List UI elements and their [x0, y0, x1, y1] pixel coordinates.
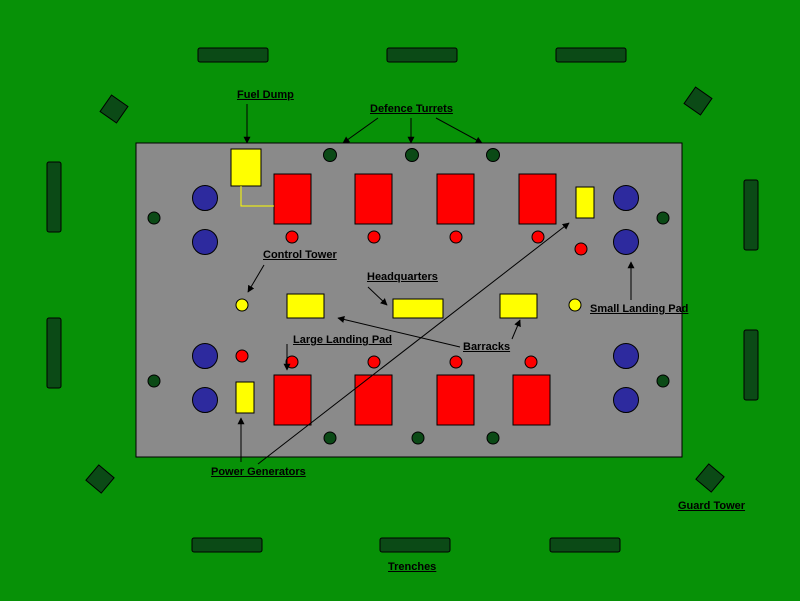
red-marker-top-4	[531, 230, 545, 244]
blue-pad-left-1	[192, 185, 218, 211]
guard-tower-top-right	[683, 86, 713, 116]
blue-pad-right-3	[613, 343, 639, 369]
label-defence-turrets: Defence Turrets	[370, 103, 453, 115]
trenches	[46, 47, 759, 553]
blue-pad-left-3	[192, 343, 218, 369]
blue-pad-left-2	[192, 229, 218, 255]
barracks-left	[286, 293, 325, 319]
guard-tower-bottom-left	[85, 464, 115, 494]
large-landing-pads	[273, 173, 557, 426]
label-large-landing-pad: Large Landing Pad	[293, 334, 393, 346]
trench-top-center	[386, 47, 458, 63]
power-generator-right	[575, 186, 595, 219]
red-marker-right	[574, 242, 588, 256]
large-pad-bottom-2	[354, 374, 393, 426]
turret-right-upper	[656, 211, 670, 225]
large-pad-top-2	[354, 173, 393, 225]
defence-turrets	[147, 148, 670, 445]
trench-left-lower	[46, 317, 62, 389]
trench-bottom-center	[379, 537, 451, 553]
fuel-line	[240, 186, 274, 207]
large-pad-bottom-1	[273, 374, 312, 426]
label-trenches: Trenches	[388, 561, 437, 573]
arrow-headquarters	[367, 286, 388, 306]
arrow-control-tower	[247, 264, 265, 293]
turret-left-upper	[147, 211, 161, 225]
turret-right-lower	[656, 374, 670, 388]
large-pad-top-4	[518, 173, 557, 225]
turret-top-1	[323, 148, 337, 162]
blue-pad-right-4	[613, 387, 639, 413]
trench-right-upper	[743, 179, 759, 251]
label-guard-tower: Guard Tower	[678, 500, 746, 512]
arrow-turret-1	[342, 117, 379, 144]
guard-tower-bottom-right	[695, 463, 725, 493]
red-marker-bottom-1	[285, 355, 299, 369]
large-pad-bottom-4	[512, 374, 551, 426]
red-marker-bottom-2	[367, 355, 381, 369]
label-fuel-dump: Fuel Dump	[237, 89, 294, 101]
trench-right-lower	[743, 329, 759, 401]
label-control-tower: Control Tower	[263, 249, 337, 261]
turret-bottom-3	[486, 431, 500, 445]
large-pad-bottom-3	[436, 374, 475, 426]
label-barracks: Barracks	[463, 341, 511, 353]
red-markers	[235, 230, 588, 369]
label-power-generators: Power Generators	[211, 466, 306, 478]
arrow-turret-3	[435, 117, 483, 144]
turret-bottom-2	[411, 431, 425, 445]
trench-bottom-left	[191, 537, 263, 553]
blue-pad-right-2	[613, 229, 639, 255]
guard-towers	[85, 86, 725, 494]
red-marker-top-2	[367, 230, 381, 244]
red-marker-top-3	[449, 230, 463, 244]
barracks-right	[499, 293, 538, 319]
trench-left-upper	[46, 161, 62, 233]
annotation-arrows	[237, 104, 635, 465]
red-marker-bottom-4	[524, 355, 538, 369]
control-tower-left	[235, 298, 249, 312]
label-small-landing-pad: Small Landing Pad	[590, 303, 689, 315]
label-headquarters: Headquarters	[367, 271, 438, 283]
turret-bottom-1	[323, 431, 337, 445]
control-tower-right	[568, 298, 582, 312]
large-pad-top-3	[436, 173, 475, 225]
blue-pad-right-1	[613, 185, 639, 211]
red-marker-bottom-3	[449, 355, 463, 369]
arrow-barracks-right	[511, 319, 521, 340]
turret-top-2	[405, 148, 419, 162]
blue-pad-left-4	[192, 387, 218, 413]
arrow-barracks-left	[337, 316, 461, 348]
large-pad-top-1	[273, 173, 312, 225]
trench-bottom-right	[549, 537, 621, 553]
trench-top-right	[555, 47, 627, 63]
headquarters-building	[392, 298, 444, 319]
turret-top-3	[486, 148, 500, 162]
yellow-buildings	[230, 148, 595, 414]
turret-left-lower	[147, 374, 161, 388]
trench-top-left	[197, 47, 269, 63]
guard-tower-top-left	[99, 94, 129, 124]
arrow-power-generator-right	[257, 222, 570, 465]
red-marker-left	[235, 349, 249, 363]
fuel-dump	[230, 148, 262, 187]
small-landing-pads	[192, 185, 639, 413]
power-generator-left	[235, 381, 255, 414]
red-marker-top-1	[285, 230, 299, 244]
